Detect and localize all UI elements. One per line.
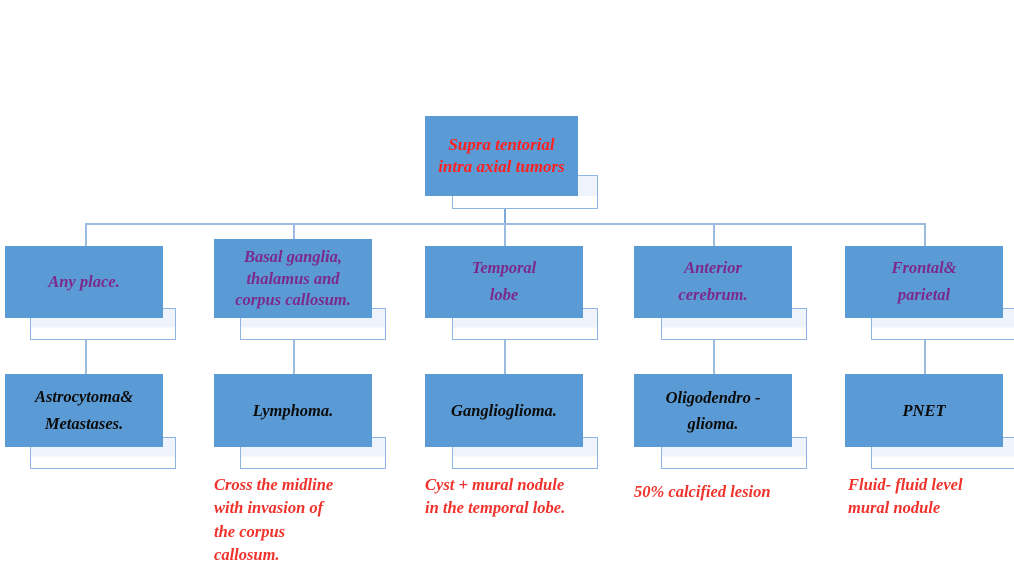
- connector-trunk-to-frontal-parietal: [924, 223, 926, 247]
- connector-any-place-to-astrocytoma: [85, 330, 87, 374]
- node-label: Any place.: [48, 272, 120, 292]
- caption-lymphoma: Cross the midline with invasion of the c…: [214, 475, 334, 565]
- connector-basal-ganglia-to-lymphoma: [293, 330, 295, 374]
- connector-trunk-to-temporal-lobe: [504, 223, 506, 247]
- node-block[interactable]: Oligodendro - glioma.: [634, 374, 792, 447]
- node-block[interactable]: Astrocytoma& Metastases.: [5, 374, 163, 447]
- node-block[interactable]: Any place.: [5, 246, 163, 318]
- node-label: PNET: [902, 400, 946, 420]
- connector-trunk-to-basal-ganglia: [293, 223, 295, 247]
- node-label: Anterior cerebrum.: [678, 258, 748, 304]
- node-label: Supra tentorial intra axial tumors: [438, 134, 565, 176]
- node-block[interactable]: Ganglioglioma.: [425, 374, 583, 447]
- node-label: Astrocytoma& Metastases.: [34, 387, 134, 433]
- connector-trunk-to-any-place: [85, 223, 87, 247]
- node-label: Frontal& parietal: [891, 258, 957, 304]
- connector-trunk-to-anterior-cerebrum: [713, 223, 715, 247]
- node-block[interactable]: Lymphoma.: [214, 374, 372, 447]
- node-block[interactable]: Frontal& parietal: [845, 246, 1003, 318]
- node-block[interactable]: Anterior cerebrum.: [634, 246, 792, 318]
- node-label: Temporal lobe: [471, 258, 537, 304]
- node-block[interactable]: Temporal lobe: [425, 246, 583, 318]
- node-block[interactable]: Supra tentorial intra axial tumors: [425, 116, 578, 196]
- node-block[interactable]: PNET: [845, 374, 1003, 447]
- connector-anterior-cerebrum-to-oligodendroglioma: [713, 330, 715, 374]
- node-label: Basal ganglia, thalamus and corpus callo…: [235, 247, 351, 310]
- caption-ganglioglioma: Cyst + mural nodule in the temporal lobe…: [425, 475, 566, 518]
- connector-frontal-parietal-to-pnet: [924, 330, 926, 374]
- node-label: Lymphoma.: [252, 400, 334, 420]
- node-label: Oligodendro - glioma.: [665, 387, 761, 433]
- node-block[interactable]: Basal ganglia, thalamus and corpus callo…: [214, 239, 372, 318]
- node-label: Ganglioglioma.: [451, 400, 557, 420]
- connector-temporal-lobe-to-ganglioglioma: [504, 330, 506, 374]
- caption-oligodendroglioma: 50% calcified lesion: [634, 482, 771, 501]
- caption-pnet: Fluid- fluid level mural nodule: [848, 475, 963, 518]
